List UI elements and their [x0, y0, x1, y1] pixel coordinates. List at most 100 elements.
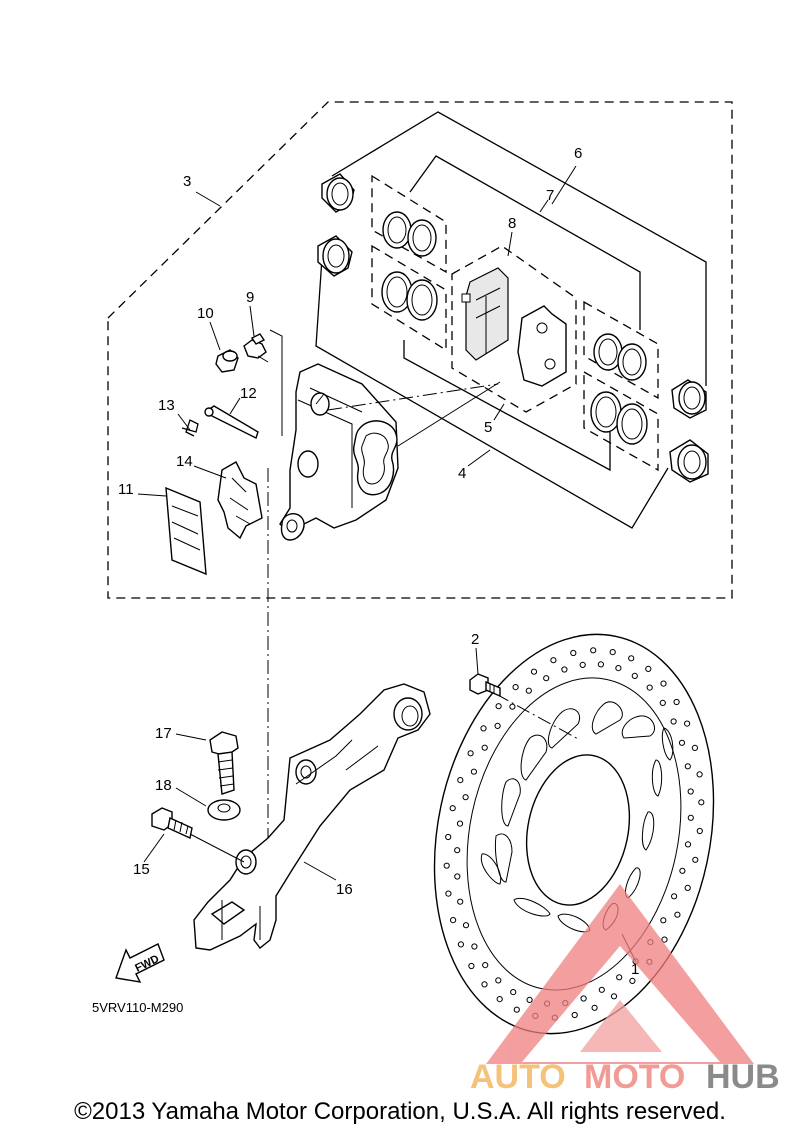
- callout-12: 12: [240, 385, 257, 402]
- callout-18: 18: [155, 777, 172, 794]
- disc-drill-hole: [616, 974, 623, 981]
- disc-drill-hole: [571, 1011, 578, 1019]
- callout-17: 17: [155, 725, 172, 742]
- disc-drill-hole: [684, 841, 692, 848]
- disc-drill-hole: [674, 911, 681, 918]
- callout-11: 11: [118, 481, 134, 498]
- disc-drill-hole: [687, 814, 694, 821]
- disc-drill-hole: [470, 768, 477, 775]
- disc-drill-hole: [481, 744, 488, 751]
- forward-arrow-icon: FWD: [115, 943, 165, 983]
- seal-kit-lower-line: [315, 257, 669, 529]
- disc-drill-hole: [687, 788, 694, 795]
- disc-drill-hole: [590, 647, 597, 654]
- disc-drill-hole: [570, 649, 577, 657]
- callout-14: 14: [176, 453, 193, 470]
- disc-drill-hole: [561, 666, 568, 673]
- disc-drill-hole: [496, 996, 503, 1003]
- disc-drill-hole: [646, 684, 653, 691]
- leader-to-pads: [397, 381, 501, 447]
- disc-drill-hole: [580, 995, 587, 1002]
- callout-8: 8: [508, 215, 516, 232]
- copyright-notice: ©2013 Yamaha Motor Corporation, U.S.A. A…: [74, 1098, 726, 1125]
- callout-2: 2: [471, 631, 479, 648]
- dashed-leader-pads: [327, 383, 499, 411]
- callout-15: 15: [133, 861, 150, 878]
- piston-seals-right: [590, 333, 648, 445]
- disc-drill-hole: [456, 820, 464, 827]
- disc-drill-hole: [454, 873, 461, 880]
- disc-drill-hole: [661, 936, 668, 943]
- disc-drill-hole: [495, 977, 502, 984]
- callout-16: 16: [336, 881, 353, 898]
- disc-drill-hole: [467, 750, 474, 757]
- callout-9: 9: [246, 289, 254, 306]
- caliper-body: [279, 363, 399, 541]
- callout-10: 10: [197, 305, 214, 322]
- seal-group-left-upper: [371, 174, 447, 274]
- disc-drill-hole: [449, 805, 456, 812]
- bleed-screw-cap: [215, 349, 239, 373]
- disc-drill-hole: [645, 665, 652, 673]
- disc-drill-hole: [468, 962, 475, 970]
- pad-clip: [181, 419, 199, 437]
- disc-bolt-centerline: [495, 693, 581, 741]
- disc-drill-hole: [443, 862, 450, 869]
- pad-pin: [204, 405, 259, 439]
- disc-drill-hole: [628, 655, 635, 662]
- piston-seals-left: [381, 211, 438, 321]
- drawing-code: 5VRV110-M290: [92, 1000, 183, 1015]
- disc-drill-hole: [509, 703, 516, 710]
- disc-drill-hole: [454, 847, 461, 854]
- disc-drill-hole: [684, 884, 691, 892]
- disc-drill-hole: [579, 661, 586, 669]
- disc-drill-hole: [691, 744, 699, 752]
- disc-drill-hole: [670, 718, 677, 725]
- seal-kit-leader-7: [409, 155, 641, 330]
- disc-drill-hole: [684, 763, 691, 770]
- disc-drill-hole: [495, 703, 502, 710]
- disc-drill-hole: [513, 1006, 520, 1013]
- disc-drill-hole: [526, 996, 533, 1004]
- callout-3: 3: [183, 173, 191, 190]
- disc-drill-hole: [457, 777, 464, 784]
- washer: [207, 799, 241, 821]
- disc-drill-hole: [696, 771, 703, 778]
- disc-drill-hole: [671, 893, 678, 900]
- disc-drill-hole: [525, 687, 532, 694]
- watermark-auto: AUTO: [470, 1058, 566, 1096]
- seal-kit-leader-6: [331, 111, 707, 386]
- disc-drill-hole: [445, 890, 452, 897]
- pad-spring: [217, 461, 263, 540]
- disc-drill-hole: [598, 986, 605, 993]
- disc-drill-hole: [462, 922, 470, 929]
- disc-bolt: [469, 673, 501, 698]
- disc-drill-hole: [629, 977, 636, 985]
- disc-drill-hole: [678, 739, 686, 746]
- disc-drill-hole: [481, 981, 488, 988]
- disc-drill-hole: [631, 672, 638, 680]
- disc-drill-hole: [591, 1004, 598, 1011]
- bracket-mount-bolt: [151, 807, 245, 863]
- watermark-hub: HUB: [706, 1058, 780, 1096]
- watermark-triangle: [486, 884, 754, 1064]
- disc-drill-hole: [480, 725, 487, 732]
- disc-drill-hole: [696, 827, 703, 835]
- disc-drill-hole: [445, 833, 452, 841]
- leader-4: [467, 449, 491, 467]
- leader-5: [493, 403, 505, 421]
- brake-pad-front: [461, 267, 509, 361]
- disc-drill-hole: [543, 675, 550, 682]
- disc-drill-hole: [692, 856, 699, 863]
- disc-drill-hole: [510, 989, 517, 996]
- disc-drill-hole: [462, 794, 469, 801]
- callout-7: 7: [546, 187, 554, 204]
- callout-5: 5: [484, 419, 492, 436]
- bracket-bolt: [209, 731, 239, 795]
- watermark-moto: MOTO: [584, 1058, 685, 1096]
- disc-drill-hole: [615, 665, 622, 672]
- callout-1: 1: [631, 961, 639, 978]
- disc-drill-hole: [450, 917, 457, 924]
- callout-6: 6: [574, 145, 582, 162]
